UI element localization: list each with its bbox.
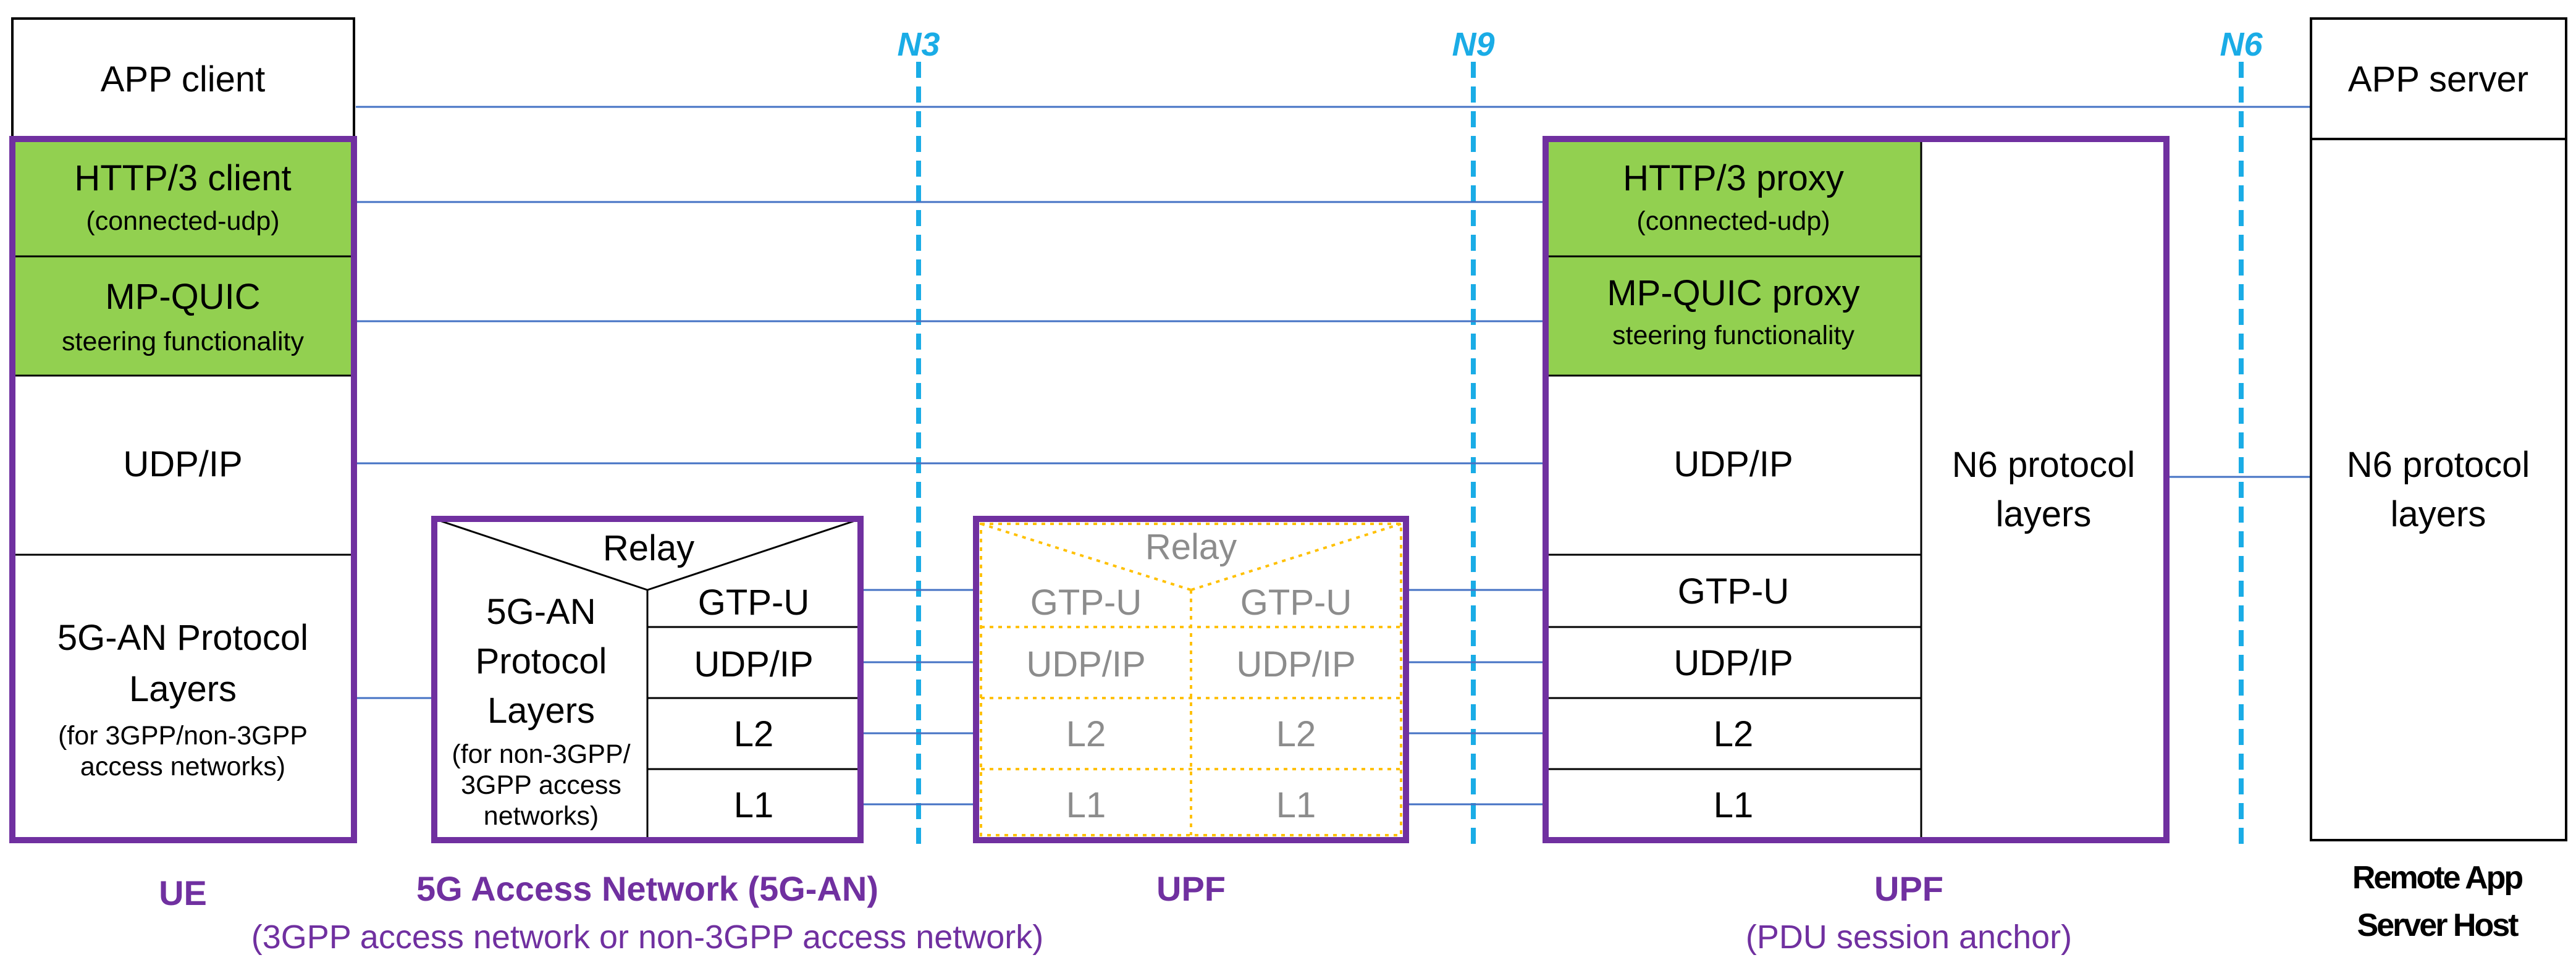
upf-mid-udpip-right: UDP/IP (1236, 644, 1355, 684)
an-udpip-label: UDP/IP (694, 644, 813, 684)
n9-label: N9 (1452, 26, 1494, 63)
caption-an-sub: (3GPP access network or non-3GPP access … (251, 919, 1044, 956)
psa-udpip2-label: UDP/IP (1673, 643, 1793, 683)
caption-remote-line1: Remote App (2352, 860, 2523, 896)
access-network-stack: Relay GTP-U UDP/IP L2 L1 5G-AN Protocol … (431, 516, 864, 843)
psa-http3-box (1544, 138, 1922, 258)
an-l2-label: L2 (734, 714, 774, 754)
server-n6-line1: N6 protocol (2347, 445, 2530, 485)
upf-mid-l1-right: L1 (1276, 785, 1316, 825)
psa-gtpu-label: GTP-U (1678, 571, 1789, 612)
server-n6-box (2310, 138, 2567, 841)
ue-mpquic-sub: steering functionality (62, 327, 304, 356)
psa-gtpu-box (1544, 553, 1922, 628)
upf-mid-inner-dotted (980, 523, 1402, 836)
an-proto-line4: (for non-3GPP/ (452, 739, 630, 769)
caption-psa-title: UPF (1874, 869, 1943, 908)
upf-mid-l2-left: L2 (1066, 714, 1106, 754)
an-proto-line2: Protocol (476, 641, 607, 681)
ue-purple-border (9, 136, 357, 843)
upf-psa-stack: HTTP/3 proxy (connected-udp) MP-QUIC pro… (1543, 136, 2170, 843)
caption-psa-sub: (PDU session anchor) (1746, 919, 2072, 956)
caption-an-title: 5G Access Network (5G-AN) (416, 869, 878, 908)
psa-http3-sub: (connected-udp) (1636, 206, 1830, 236)
ue-mpquic-label: MP-QUIC (105, 277, 260, 317)
upf-mid-diag-right (1190, 523, 1402, 591)
psa-udpip-label: UDP/IP (1673, 444, 1793, 484)
n6-label: N6 (2220, 26, 2263, 63)
ue-an-line1: 5G-AN Protocol (57, 618, 308, 658)
psa-n6-box (1920, 138, 2168, 841)
ue-app-label: APP client (101, 59, 266, 99)
upf-mid-purple-border (973, 516, 1409, 843)
server-n6-line2: layers (2391, 494, 2486, 534)
an-relay-label: Relay (603, 528, 694, 568)
ue-http3-label: HTTP/3 client (74, 158, 291, 198)
an-proto-line1: 5G-AN (486, 592, 596, 632)
ue-http3-sub: (connected-udp) (86, 206, 279, 236)
upf-mid-gtpu-left: GTP-U (1030, 583, 1142, 623)
caption-remote-line2: Server Host (2357, 907, 2519, 943)
upf-mid-udpip-left: UDP/IP (1026, 644, 1145, 684)
an-purple-border (431, 516, 864, 843)
server-stack: APP server N6 protocol layers (2310, 17, 2567, 841)
ue-an-line3: (for 3GPP/non-3GPP (58, 721, 308, 751)
psa-udpip2-box (1544, 626, 1922, 699)
ue-an-line4: access networks) (80, 752, 285, 781)
an-proto-line5: 3GPP access (461, 770, 621, 800)
psa-http3-label: HTTP/3 proxy (1623, 158, 1844, 198)
psa-l1-label: L1 (1714, 785, 1754, 825)
ue-udpip-box (11, 374, 355, 556)
an-relay-diag-left (434, 518, 648, 591)
psa-udpip-box (1544, 374, 1922, 556)
ue-udpip-label: UDP/IP (123, 444, 242, 484)
ue-stack: APP client HTTP/3 client (connected-udp)… (9, 17, 357, 843)
server-app-box (2310, 17, 2567, 140)
upf-mid-l2-right: L2 (1276, 714, 1316, 754)
captions: UE 5G Access Network (5G-AN) (3GPP acces… (159, 860, 2524, 956)
psa-l1-box (1544, 768, 1922, 841)
upf-mid-diag-left (980, 523, 1192, 591)
an-relay-diag-right (647, 518, 861, 591)
psa-mpquic-label: MP-QUIC proxy (1607, 273, 1859, 313)
psa-n6-line1: N6 protocol (1952, 445, 2136, 485)
psa-purple-border (1543, 136, 2170, 843)
peer-links (241, 106, 2311, 806)
server-app-label: APP server (2348, 59, 2528, 99)
interface-lines: N3 N9 N6 (897, 26, 2263, 846)
caption-upf: UPF (1156, 869, 1226, 908)
psa-n6-line2: layers (1996, 494, 2092, 534)
upf-mid-relay: Relay (1145, 527, 1237, 567)
an-proto-line3: Layers (487, 691, 595, 731)
ue-app-box (11, 17, 355, 140)
an-l1-label: L1 (734, 785, 774, 825)
upf-mid-l1-left: L1 (1066, 785, 1106, 825)
psa-mpquic-sub: steering functionality (1612, 321, 1854, 350)
an-proto-line6: networks) (484, 801, 599, 831)
psa-l2-label: L2 (1714, 714, 1754, 754)
ue-an-line2: Layers (129, 669, 237, 709)
caption-ue: UE (159, 873, 207, 912)
an-gtpu-label: GTP-U (698, 583, 809, 623)
n3-label: N3 (897, 26, 940, 63)
upf-mid-gtpu-right: GTP-U (1240, 583, 1352, 623)
ue-an-box (11, 553, 355, 841)
upf-mid-stack: Relay GTP-U GTP-U UDP/IP UDP/IP L2 L2 L1… (973, 516, 1409, 843)
